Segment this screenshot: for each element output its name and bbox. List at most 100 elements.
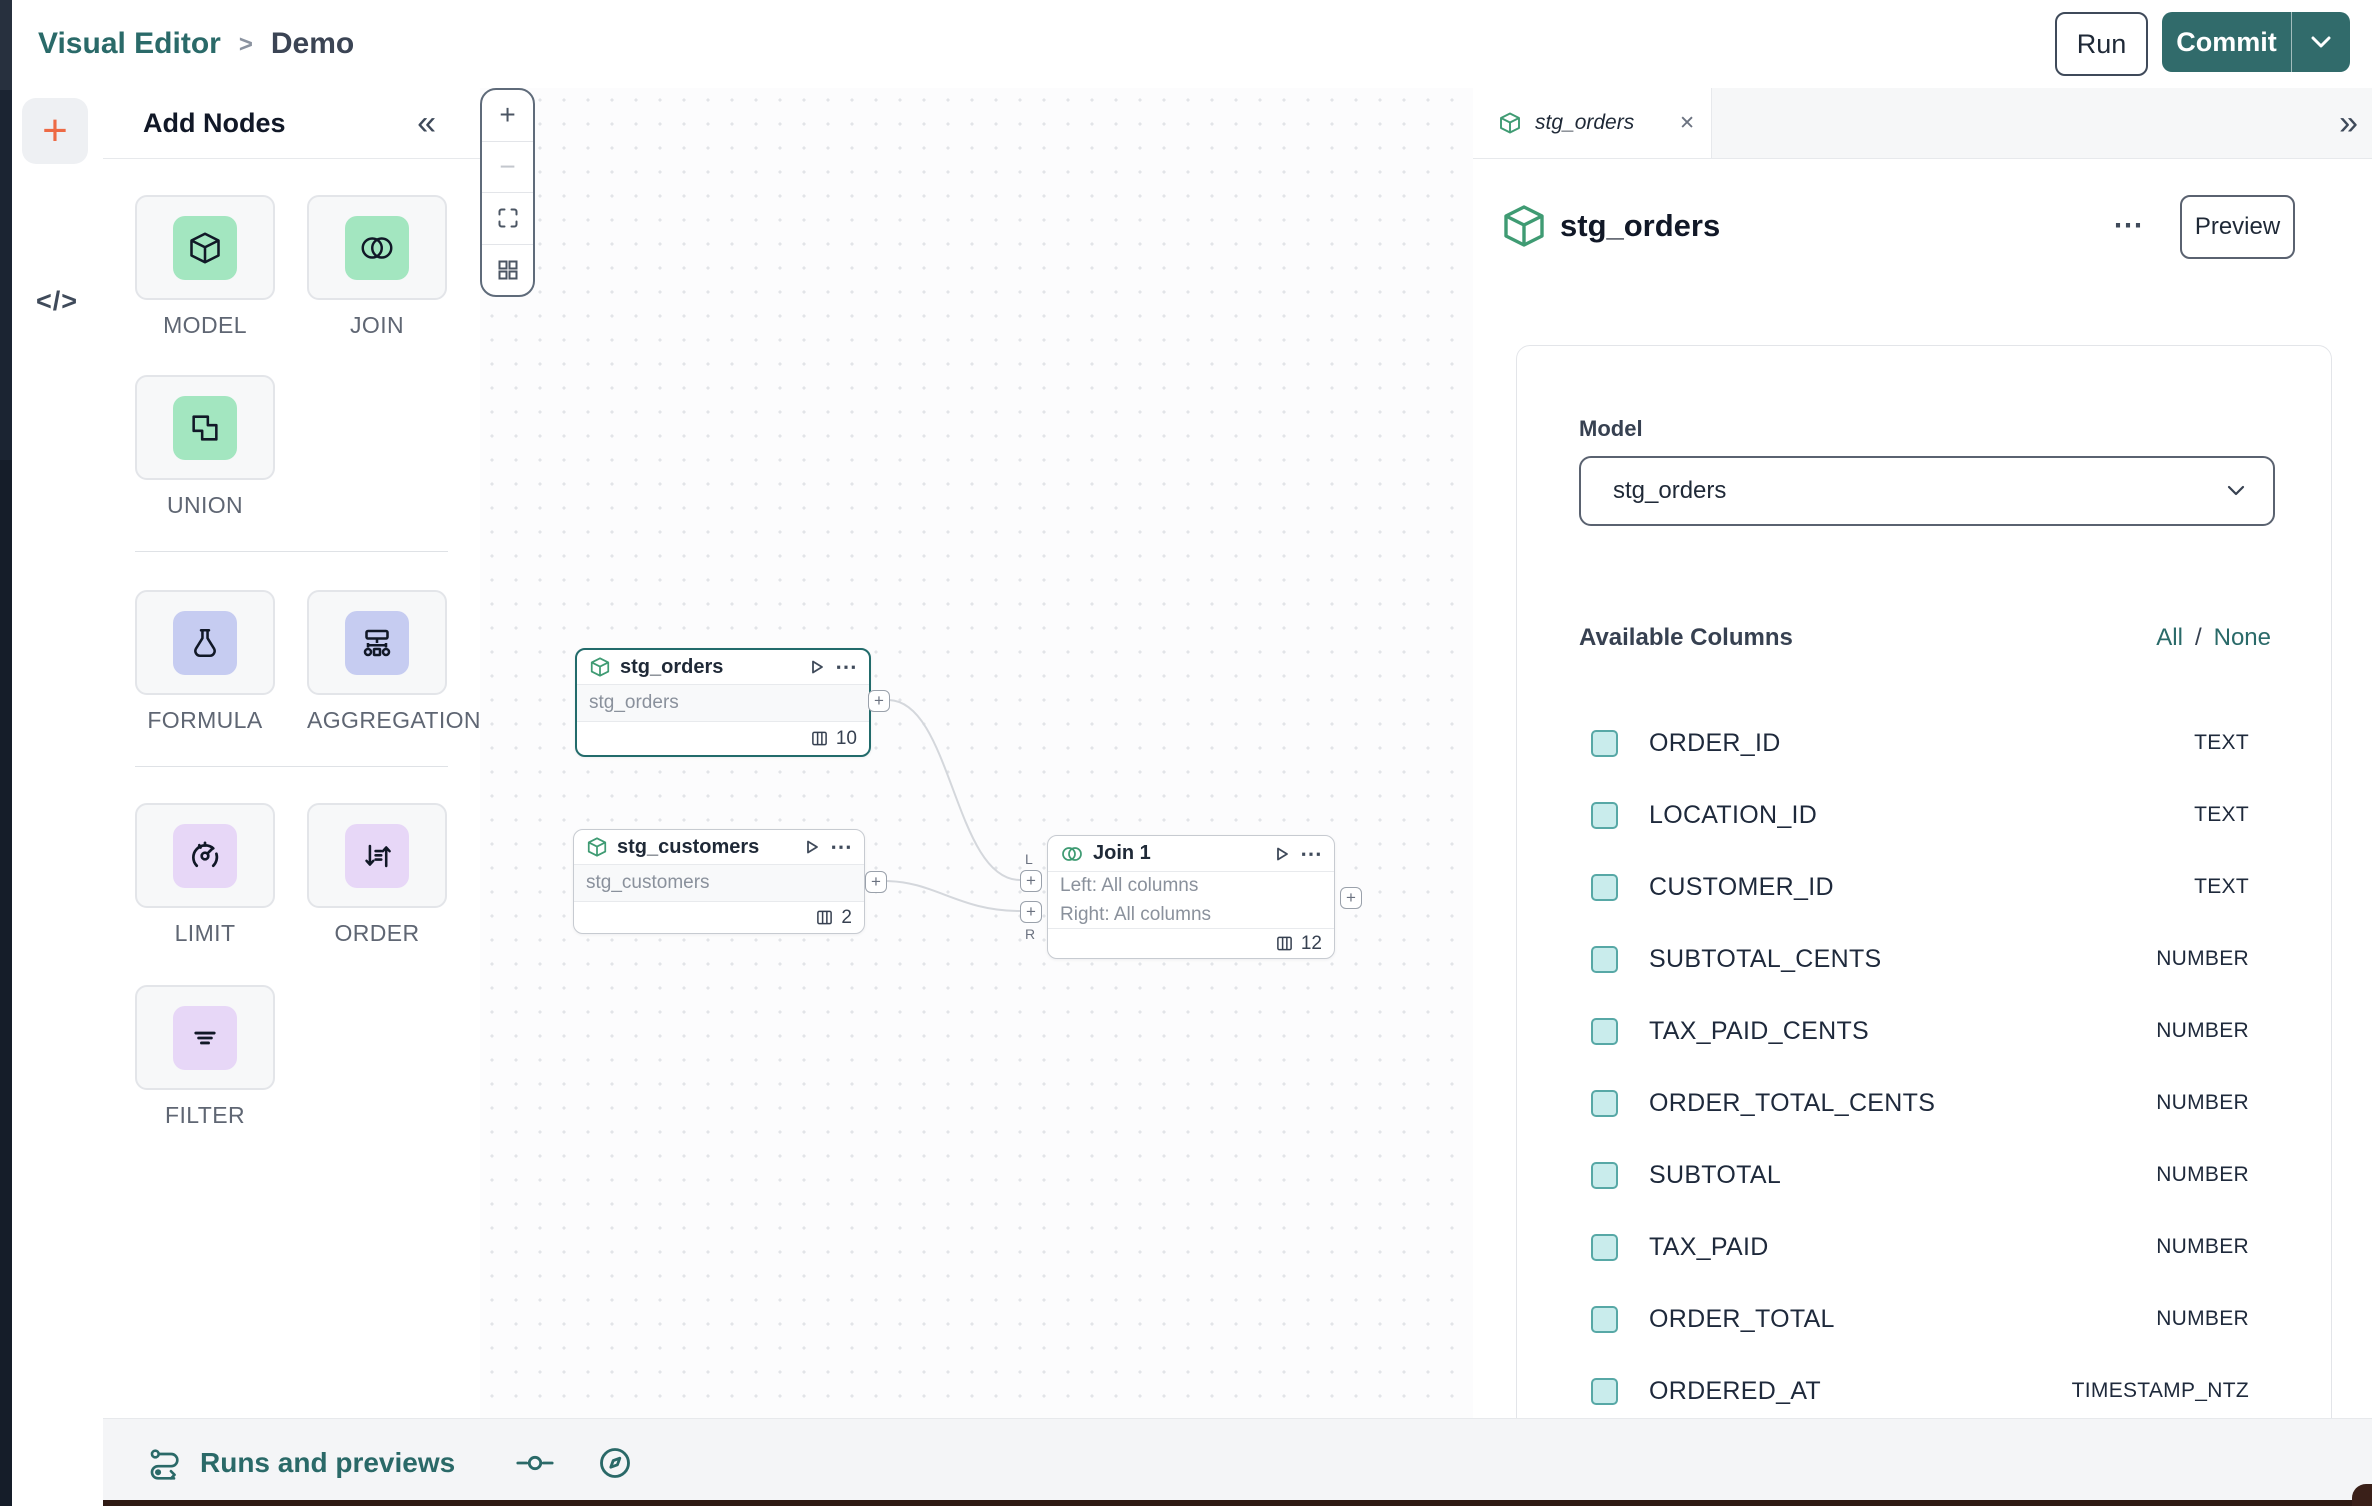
- top-header: Visual Editor > Demo Run Commit: [12, 0, 2372, 89]
- join-output-handle[interactable]: +: [1340, 887, 1362, 909]
- tab-stg-orders[interactable]: stg_orders ✕: [1473, 88, 1712, 158]
- compass-icon[interactable]: [597, 1445, 633, 1481]
- config-card: Model stg_orders Available Columns All /…: [1516, 345, 2332, 1506]
- node-tile-aggregation[interactable]: AGGREGATION: [307, 590, 481, 734]
- plus-icon: +: [1026, 871, 1036, 890]
- git-commit-icon[interactable]: [515, 1448, 555, 1478]
- column-checkbox[interactable]: [1591, 1162, 1618, 1189]
- preview-button[interactable]: Preview: [2180, 195, 2295, 259]
- node-header: stg_customers ⋯: [574, 830, 864, 865]
- node-output-handle[interactable]: +: [868, 690, 890, 712]
- node-title: Join 1: [1093, 842, 1151, 864]
- aggregation-icon: [345, 610, 409, 675]
- canvas-node-stg-customers[interactable]: stg_customers ⋯ stg_customers 2: [573, 829, 865, 934]
- add-nodes-mode-button[interactable]: +: [22, 98, 88, 164]
- canvas[interactable]: stg_orders ⋯ stg_orders 10 + stg_custome…: [480, 88, 1474, 1418]
- panel-menu-icon[interactable]: ⋯: [2113, 209, 2143, 242]
- tile-label: MODEL: [163, 312, 247, 338]
- node-menu-icon[interactable]: ⋯: [835, 654, 857, 679]
- join-left-handle-label: L: [1025, 851, 1033, 867]
- tiles-divider: [135, 766, 448, 767]
- column-type: NUMBER: [2156, 1307, 2249, 1330]
- node-tile-union[interactable]: UNION: [135, 375, 275, 519]
- node-tile-limit[interactable]: LIMIT: [135, 803, 275, 947]
- join-right-handle-label: R: [1025, 926, 1036, 942]
- node-body: stg_customers: [574, 865, 864, 902]
- tile-label: JOIN: [350, 312, 404, 338]
- join-left-summary: Left: All columns: [1060, 874, 1199, 896]
- canvas-node-stg-orders[interactable]: stg_orders ⋯ stg_orders 10: [575, 648, 871, 757]
- column-checkbox[interactable]: [1591, 1234, 1618, 1261]
- column-checkbox[interactable]: [1591, 874, 1618, 901]
- runs-and-previews-button[interactable]: Runs and previews: [147, 1446, 455, 1480]
- node-body: Left: All columns Right: All columns: [1048, 872, 1334, 929]
- code-view-button[interactable]: </>: [12, 276, 102, 326]
- columns-icon: [811, 731, 827, 746]
- column-name: LOCATION_ID: [1649, 800, 1818, 829]
- expand-panel-icon[interactable]: »: [2339, 103, 2358, 142]
- fit-view-button[interactable]: [482, 193, 533, 245]
- filter-lines-icon: [173, 1005, 237, 1070]
- column-row: TAX_PAID_CENTS NUMBER: [1517, 995, 2333, 1067]
- join-right-input-handle[interactable]: +: [1020, 901, 1042, 923]
- canvas-node-join-1[interactable]: Join 1 ⋯ Left: All columns Right: All co…: [1047, 835, 1335, 959]
- node-title: stg_orders: [620, 655, 724, 678]
- play-icon[interactable]: [1273, 845, 1291, 863]
- sort-arrows-icon: [345, 823, 409, 888]
- zoom-in-button[interactable]: +: [482, 90, 533, 142]
- commit-dropdown-button[interactable]: [2292, 12, 2350, 72]
- node-tile-join[interactable]: JOIN: [307, 195, 447, 339]
- column-row: ORDER_TOTAL NUMBER: [1517, 1283, 2333, 1355]
- close-icon[interactable]: ✕: [1679, 112, 1695, 134]
- column-checkbox[interactable]: [1591, 730, 1618, 757]
- column-checkbox[interactable]: [1591, 1018, 1618, 1045]
- breadcrumb-separator: >: [238, 31, 253, 58]
- column-checkbox[interactable]: [1591, 802, 1618, 829]
- column-checkbox[interactable]: [1591, 1378, 1618, 1405]
- select-all-link[interactable]: All: [2156, 624, 2183, 651]
- column-checkbox[interactable]: [1591, 946, 1618, 973]
- canvas-zoom-controls: + −: [480, 88, 535, 297]
- plus-icon: +: [499, 99, 516, 131]
- column-checkbox[interactable]: [1591, 1090, 1618, 1117]
- node-menu-icon[interactable]: ⋯: [830, 834, 852, 859]
- cube-icon: [1504, 205, 1544, 247]
- join-circles-icon: [1062, 846, 1082, 861]
- minimap-button[interactable]: [482, 245, 533, 296]
- node-config-panel: stg_orders ✕ » stg_orders ⋯ Preview Mode…: [1473, 88, 2372, 1506]
- collapse-panel-icon[interactable]: «: [417, 103, 436, 142]
- node-body: stg_orders: [577, 685, 869, 722]
- node-menu-icon[interactable]: ⋯: [1300, 840, 1322, 866]
- plus-icon: +: [1026, 902, 1036, 921]
- model-select[interactable]: stg_orders: [1579, 456, 2275, 526]
- code-icon: </>: [35, 285, 79, 316]
- play-icon[interactable]: [808, 658, 826, 676]
- minus-icon: −: [499, 150, 516, 182]
- node-tile-formula[interactable]: FORMULA: [135, 590, 275, 734]
- column-row: SUBTOTAL NUMBER: [1517, 1139, 2333, 1211]
- join-left-input-handle[interactable]: +: [1020, 870, 1042, 892]
- model-label: Model: [1579, 416, 1643, 441]
- commit-button[interactable]: Commit: [2162, 12, 2292, 72]
- play-icon[interactable]: [803, 838, 821, 856]
- node-footer: 10: [577, 722, 869, 755]
- column-type: TEXT: [2194, 875, 2249, 898]
- node-tile-model[interactable]: MODEL: [135, 195, 275, 339]
- run-button[interactable]: Run: [2055, 12, 2148, 76]
- column-type: TIMESTAMP_NTZ: [2071, 1379, 2249, 1402]
- model-select-value: stg_orders: [1613, 477, 1727, 504]
- zoom-out-button[interactable]: −: [482, 142, 533, 193]
- columns-icon: [817, 910, 833, 925]
- column-checkbox[interactable]: [1591, 1306, 1618, 1333]
- panel-title: stg_orders: [1560, 207, 1721, 243]
- node-tile-order[interactable]: ORDER: [307, 803, 447, 947]
- node-output-handle[interactable]: +: [865, 871, 887, 893]
- column-name: SUBTOTAL_CENTS: [1649, 944, 1882, 973]
- union-icon: [173, 395, 237, 460]
- left-toolbar: + </>: [12, 88, 104, 1506]
- node-tile-filter[interactable]: FILTER: [135, 985, 275, 1129]
- breadcrumb-root-link[interactable]: Visual Editor: [38, 27, 221, 60]
- tile-label: AGGREGATION: [307, 707, 481, 733]
- run-button-label: Run: [2076, 28, 2127, 59]
- select-none-link[interactable]: None: [2213, 624, 2271, 651]
